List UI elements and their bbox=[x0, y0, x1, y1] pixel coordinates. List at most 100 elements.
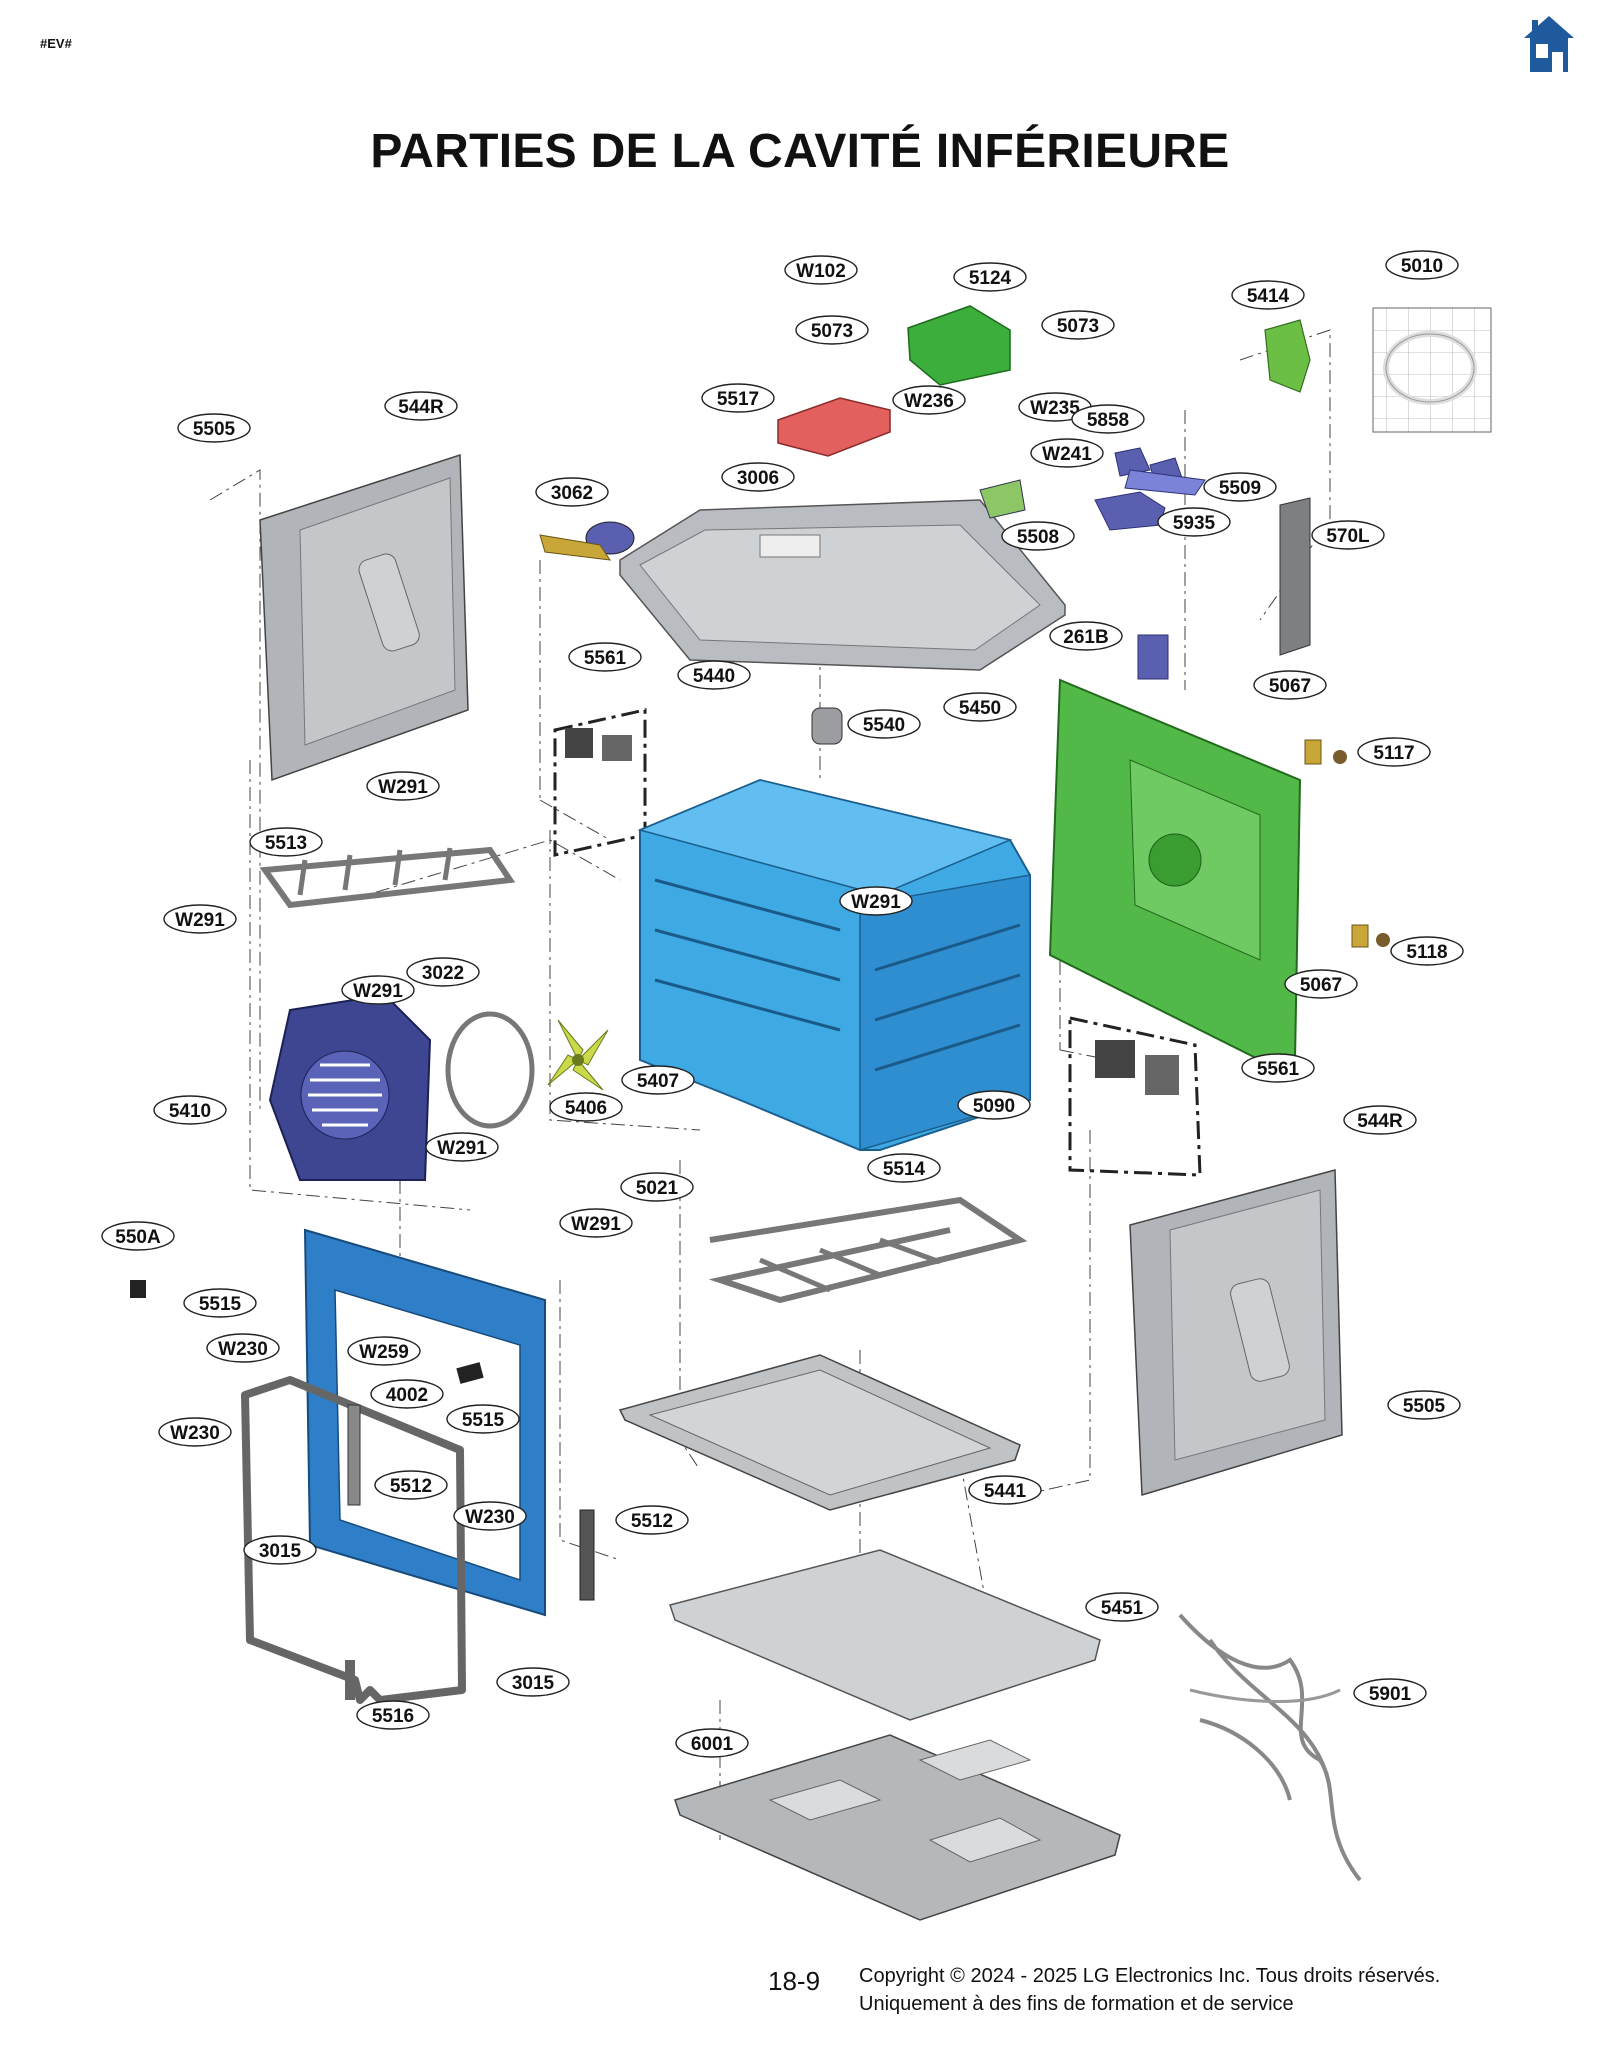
part-callout: 5450 bbox=[943, 692, 1017, 722]
part-callout: 5514 bbox=[867, 1153, 941, 1183]
part-number-label: 3006 bbox=[737, 468, 779, 489]
callout-oval bbox=[153, 1095, 227, 1125]
part-callout: W291 bbox=[425, 1132, 499, 1162]
part-number-label: 5414 bbox=[1247, 286, 1290, 307]
part-number-label: 5516 bbox=[372, 1706, 414, 1727]
part-number-label: 5512 bbox=[390, 1476, 432, 1497]
part-callout: 5561 bbox=[568, 642, 642, 672]
callout-oval bbox=[496, 1667, 570, 1697]
part-number-label: 544R bbox=[398, 397, 444, 418]
page-title: PARTIES DE LA CAVITÉ INFÉRIEURE bbox=[370, 125, 1230, 178]
part-callout: 5407 bbox=[621, 1065, 695, 1095]
callout-oval bbox=[943, 692, 1017, 722]
callout-oval bbox=[892, 385, 966, 415]
part-callout: 5451 bbox=[1085, 1592, 1159, 1622]
part-number-label: W291 bbox=[437, 1138, 487, 1159]
callout-oval bbox=[847, 709, 921, 739]
part-callout: 5410 bbox=[153, 1095, 227, 1125]
callout-oval bbox=[347, 1336, 421, 1366]
part-number-label: 3022 bbox=[422, 963, 464, 984]
callout-oval bbox=[1284, 969, 1358, 999]
part-callout: W102 bbox=[784, 255, 858, 285]
part-callout: 5073 bbox=[795, 315, 869, 345]
part-number-label: 5450 bbox=[959, 698, 1001, 719]
part-callout: 5505 bbox=[1387, 1390, 1461, 1420]
callout-oval bbox=[675, 1728, 749, 1758]
part-number-label: 544R bbox=[1357, 1111, 1403, 1132]
callout-oval bbox=[784, 255, 858, 285]
part-callout: W230 bbox=[206, 1333, 280, 1363]
page-number: 18-9 bbox=[768, 1966, 821, 1996]
callout-oval bbox=[1311, 520, 1385, 550]
part-number-label: 5090 bbox=[973, 1096, 1015, 1117]
part-number-label: 5410 bbox=[169, 1101, 211, 1122]
part-callout: 544R bbox=[1343, 1105, 1417, 1135]
part-number-label: W291 bbox=[571, 1214, 621, 1235]
part-number-label: W291 bbox=[175, 910, 225, 931]
part-number-label: 570L bbox=[1326, 526, 1370, 547]
callout-oval bbox=[1085, 1592, 1159, 1622]
part-number-label: W241 bbox=[1042, 444, 1092, 465]
callout-oval bbox=[1385, 250, 1459, 280]
callout-oval bbox=[968, 1475, 1042, 1505]
callout-oval bbox=[568, 642, 642, 672]
callout-oval bbox=[341, 975, 415, 1005]
part-number-label: 5406 bbox=[565, 1098, 607, 1119]
part-callout: 5118 bbox=[1390, 936, 1464, 966]
part-number-label: 5901 bbox=[1369, 1684, 1412, 1705]
bake-element bbox=[708, 1196, 1028, 1304]
part-number-label: 5067 bbox=[1300, 975, 1342, 996]
door-lock bbox=[1264, 319, 1311, 393]
part-callout: 5512 bbox=[374, 1470, 448, 1500]
part-callout: 5090 bbox=[957, 1090, 1031, 1120]
part-callout: 5067 bbox=[1284, 969, 1358, 999]
part-number-label: 6001 bbox=[691, 1734, 734, 1755]
base-pan bbox=[674, 1734, 1121, 1921]
part-number-label: 5010 bbox=[1401, 256, 1443, 277]
callout-oval bbox=[243, 1535, 317, 1565]
part-number-label: 3015 bbox=[259, 1541, 302, 1562]
callout-oval bbox=[1231, 280, 1305, 310]
part-callout: 5513 bbox=[249, 827, 323, 857]
callout-oval bbox=[446, 1404, 520, 1434]
part-number-label: W291 bbox=[353, 981, 403, 1002]
part-number-label: 5441 bbox=[984, 1481, 1027, 1502]
part-callout: 5935 bbox=[1157, 507, 1231, 537]
part-number-label: 5515 bbox=[199, 1294, 242, 1315]
part-callout: W291 bbox=[366, 771, 440, 801]
part-callout: 5540 bbox=[847, 709, 921, 739]
part-callout: W291 bbox=[163, 904, 237, 934]
callout-oval bbox=[1390, 936, 1464, 966]
part-number-label: 5505 bbox=[193, 419, 236, 440]
callout-oval bbox=[1253, 670, 1327, 700]
callout-oval bbox=[1353, 1678, 1427, 1708]
part-number-label: 261B bbox=[1063, 627, 1108, 648]
part-callout: 5010 bbox=[1385, 250, 1459, 280]
part-number-label: 5561 bbox=[1257, 1059, 1300, 1080]
callout-oval bbox=[1049, 621, 1123, 651]
part-number-label: W259 bbox=[359, 1342, 409, 1363]
callout-oval bbox=[158, 1417, 232, 1447]
callout-oval bbox=[615, 1505, 689, 1535]
callout-oval bbox=[384, 391, 458, 421]
part-number-label: 4002 bbox=[386, 1385, 428, 1406]
control-module bbox=[777, 397, 891, 457]
part-number-label: 5021 bbox=[636, 1178, 679, 1199]
copyright: Copyright © 2024 - 2025 LG Electronics I… bbox=[859, 1962, 1440, 2018]
part-number-label: 5509 bbox=[1219, 478, 1261, 499]
part-number-label: 5561 bbox=[584, 648, 627, 669]
callout-oval bbox=[621, 1065, 695, 1095]
callout-oval bbox=[1203, 472, 1277, 502]
part-number-label: 5513 bbox=[265, 833, 307, 854]
home-icon[interactable] bbox=[1522, 14, 1576, 76]
part-callout: 5515 bbox=[446, 1404, 520, 1434]
part-number-label: 5935 bbox=[1173, 513, 1216, 534]
part-callout: 5517 bbox=[701, 383, 775, 413]
part-callout: 5561 bbox=[1241, 1053, 1315, 1083]
callout-oval bbox=[101, 1221, 175, 1251]
part-callout: 3015 bbox=[243, 1535, 317, 1565]
callout-oval bbox=[249, 827, 323, 857]
bottom-insulation-panel bbox=[669, 1549, 1101, 1721]
callout-oval bbox=[453, 1501, 527, 1531]
